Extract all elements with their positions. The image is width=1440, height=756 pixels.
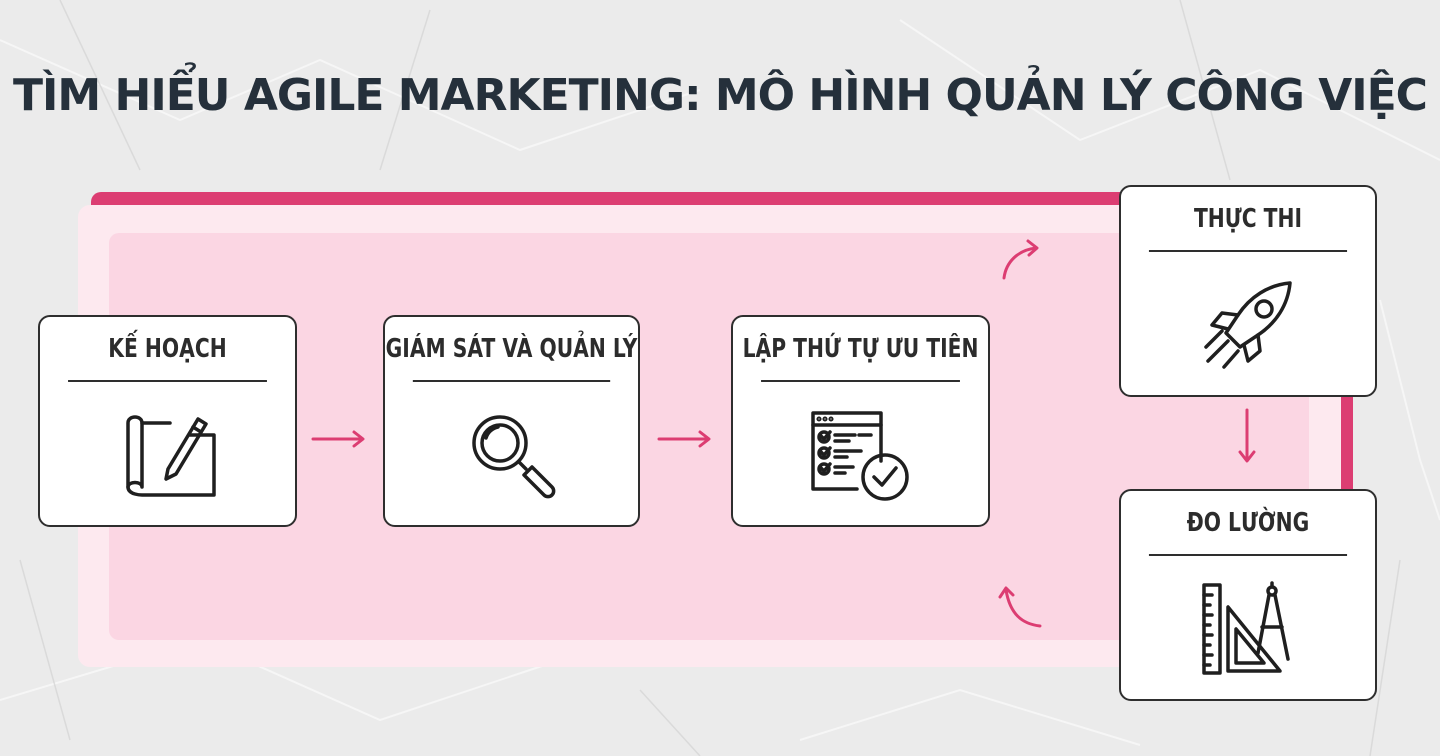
step-card-execute: THỰC THI [1119,185,1377,397]
page-title: TÌM HIỂU AGILE MARKETING: MÔ HÌNH QUẢN L… [13,70,1428,121]
step-title-measure: ĐO LƯỜNG [1148,491,1348,556]
step-card-monitor: GIÁM SÁT VÀ QUẢN LÝ [383,315,640,527]
checklist-icon [810,410,909,501]
step-card-prioritize: LẬP THỨ TỰ ƯU TIÊN [731,315,990,527]
step-title-execute: THỰC THI [1148,187,1348,252]
arrow-execute-to-measure [1238,408,1256,463]
rocket-icon [1204,280,1292,369]
step-title-prioritize: LẬP THỨ TỰ ƯU TIÊN [743,317,978,382]
arrow-measure-to-plan [998,586,1042,628]
step-title-plan: KẾ HOẠCH [68,317,267,382]
arrow-prioritize-to-execute [1002,239,1039,280]
arrow-monitor-to-prioritize [657,430,711,448]
ruler-compass-icon [1202,580,1290,675]
magnifier-icon [471,414,555,498]
arrow-plan-to-monitor [311,430,365,448]
cycle-frame-inner [109,233,1309,640]
blueprint-pencil-icon [125,414,216,497]
step-card-plan: KẾ HOẠCH [38,315,297,527]
step-title-monitor: GIÁM SÁT VÀ QUẢN LÝ [386,317,637,382]
step-card-measure: ĐO LƯỜNG [1119,489,1377,701]
